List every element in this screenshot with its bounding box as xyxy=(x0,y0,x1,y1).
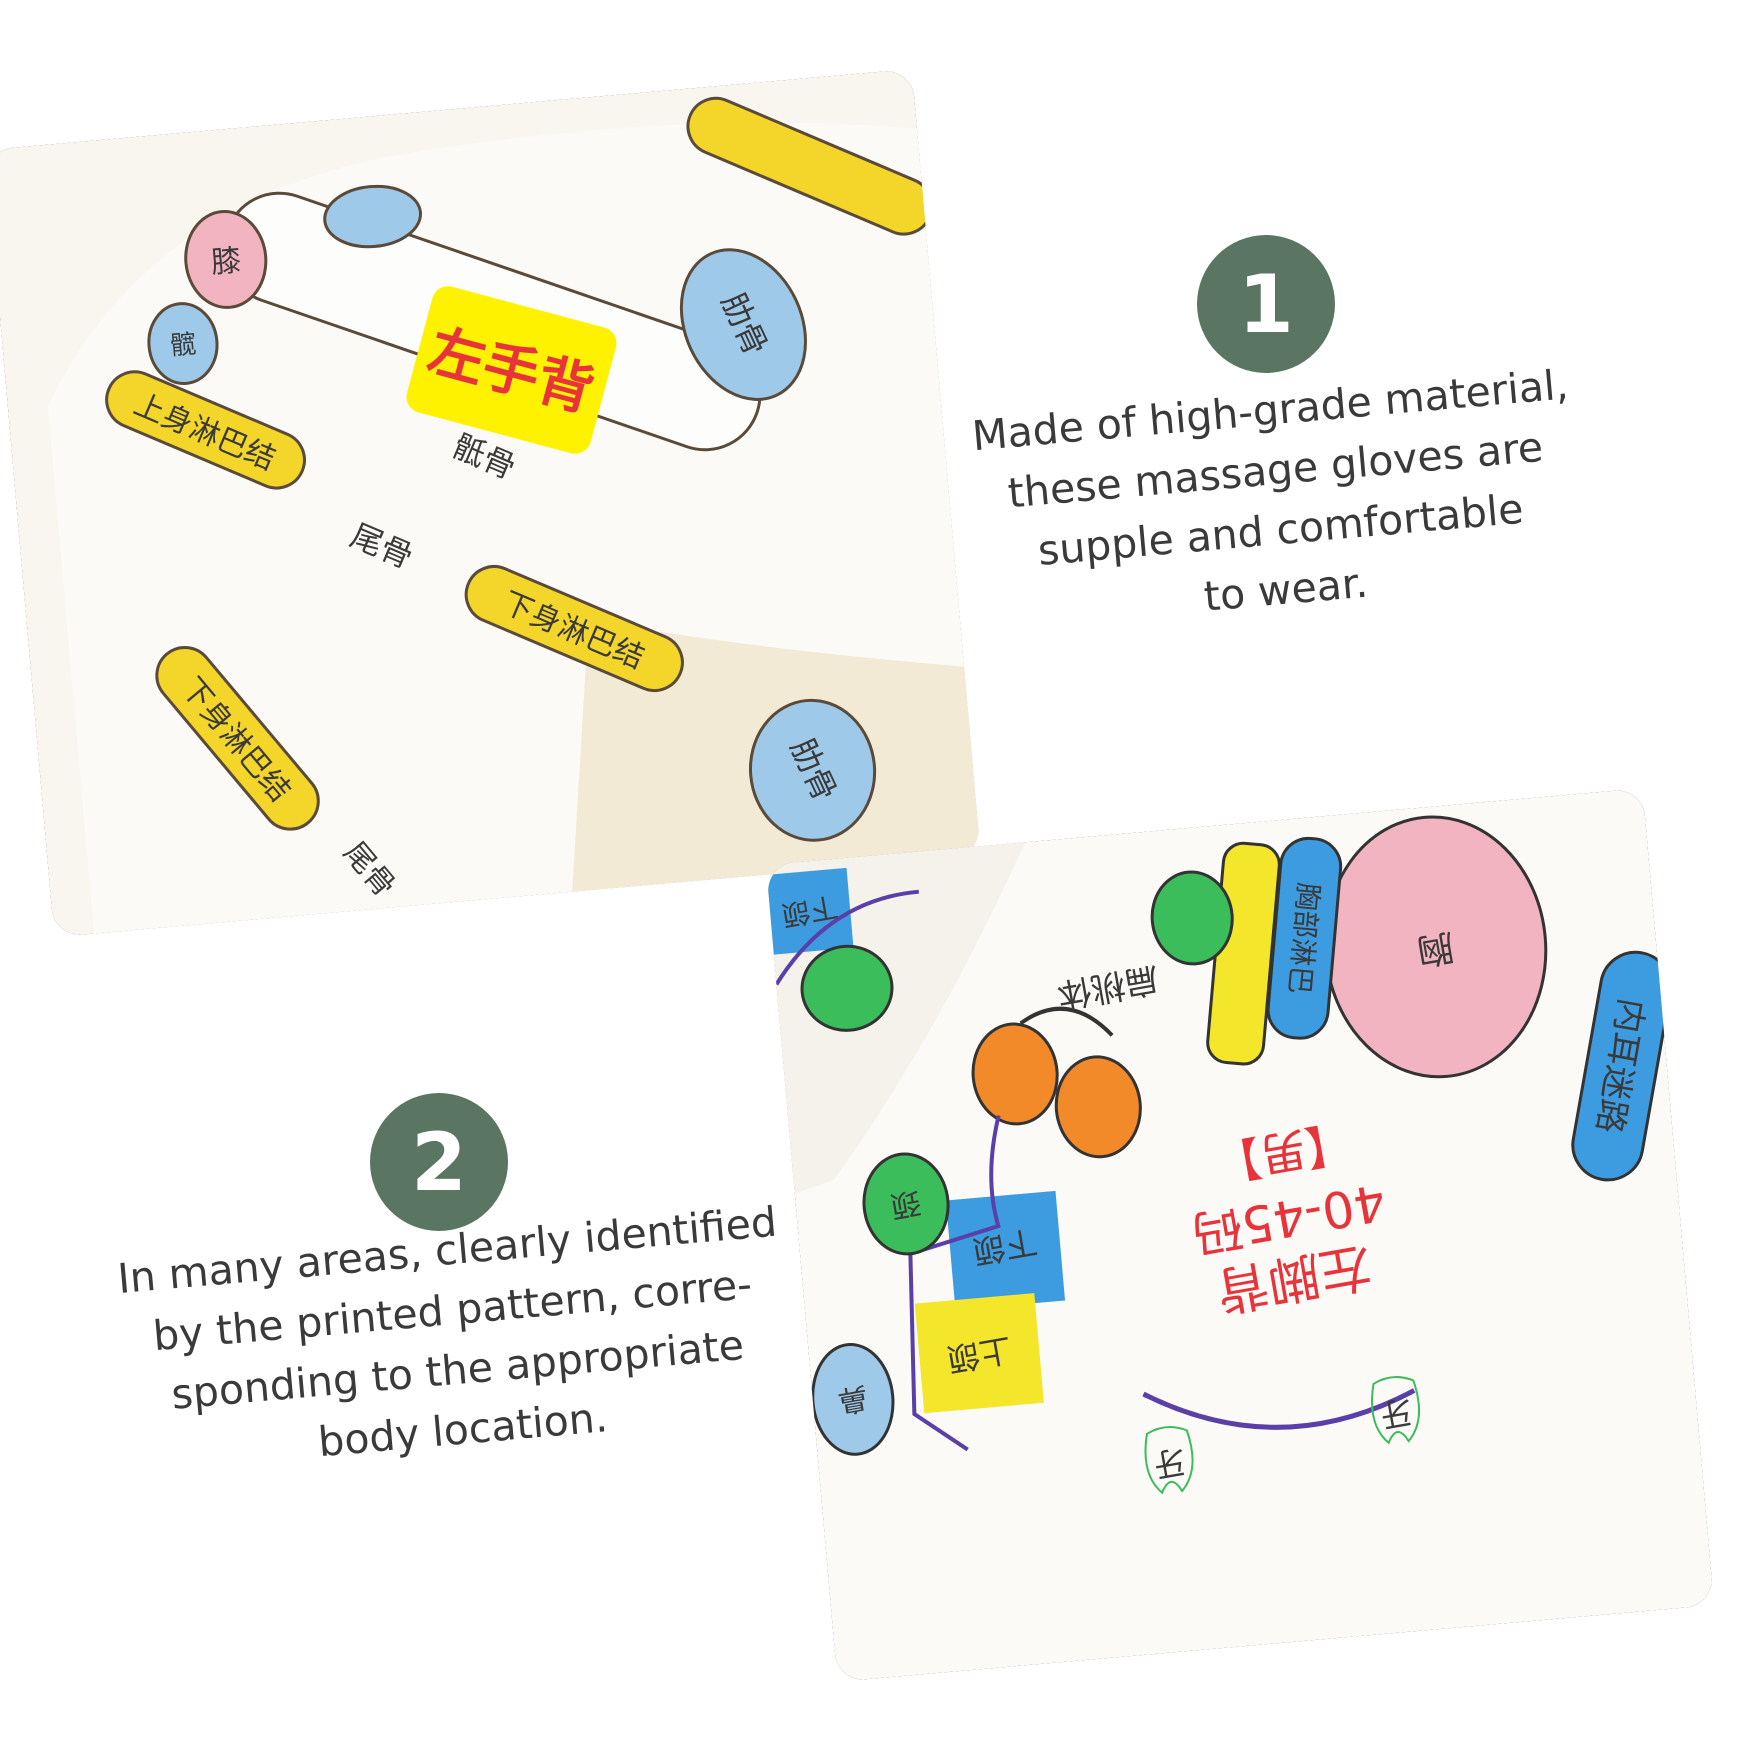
hand-illustration: 左手背 膝 髋 肋骨 肋骨 上身淋巴结 骶骨 尾骨 下身淋巴结 下身淋巴结 尾骨 xyxy=(0,68,981,938)
label-knee: 膝 xyxy=(210,243,243,280)
label-tooth-left: 牙 xyxy=(1151,1442,1189,1485)
feature-number-1: 1 xyxy=(1197,235,1335,373)
label-neck: 颈 xyxy=(888,1184,924,1224)
feature-number-2: 2 xyxy=(370,1093,508,1231)
label-chest: 胸 xyxy=(1415,925,1458,972)
feature-1-text: Made of high-grade material, these massa… xyxy=(970,360,1571,621)
label-hip: 髋 xyxy=(169,329,198,361)
label-nose: 鼻 xyxy=(835,1379,871,1419)
foot-illustration: 胸 内耳迷路 胸部淋巴 扁桃体 下颌 下颌 上颌 颈 鼻 左脚背 40-45码 xyxy=(765,788,1715,1682)
label-tooth-right: 牙 xyxy=(1377,1392,1415,1435)
left-hand-photo: 左手背 膝 髋 肋骨 肋骨 上身淋巴结 骶骨 尾骨 下身淋巴结 下身淋巴结 尾骨 xyxy=(0,68,981,938)
left-foot-photo: 胸 内耳迷路 胸部淋巴 扁桃体 下颌 下颌 上颌 颈 鼻 左脚背 40-45码 xyxy=(765,788,1715,1682)
feature-2-text: In many areas, clearly identified by the… xyxy=(115,1197,779,1467)
